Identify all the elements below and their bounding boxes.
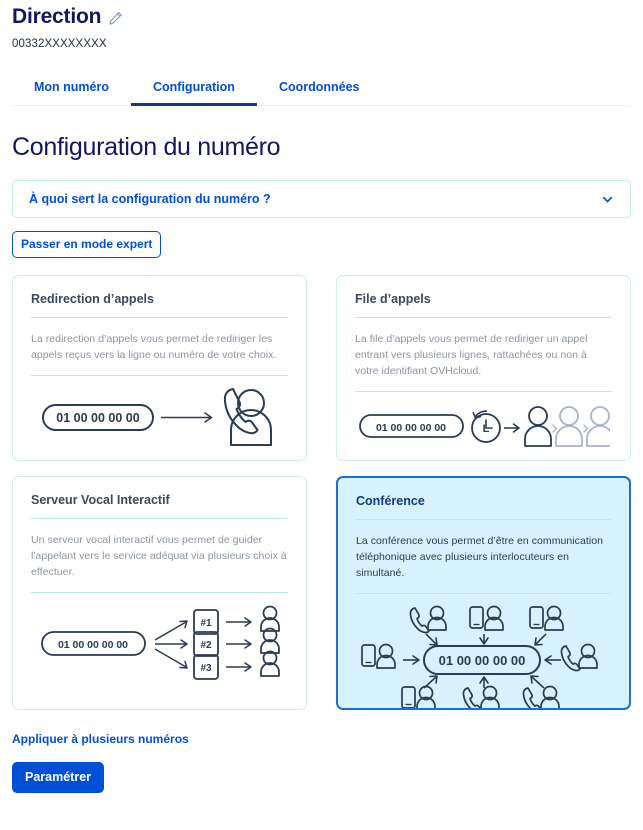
card-title: File d’appels [355, 292, 431, 306]
card-title: Redirection d’appels [31, 292, 154, 306]
configure-button[interactable]: Paramétrer [12, 762, 105, 793]
pencil-icon[interactable] [108, 11, 123, 26]
card-title: Serveur Vocal Interactif [31, 493, 170, 507]
file-appels-diagram: 01 00 00 00 00 L [355, 392, 612, 455]
divider [356, 593, 611, 594]
diagram-number: 01 00 00 00 00 [57, 639, 127, 651]
clock-label: L [482, 423, 489, 435]
expert-mode-button[interactable]: Passer en mode expert [12, 231, 162, 258]
option-label-2: #2 [200, 640, 212, 651]
divider [356, 519, 611, 520]
tab-mon-numero[interactable]: Mon numéro [34, 80, 109, 94]
card-description: La redirection d’appels vous permet de r… [31, 333, 277, 361]
tab-coordonnees[interactable]: Coordonnées [278, 80, 360, 94]
apply-to-multiple-numbers-link[interactable]: Appliquer à plusieurs numéros [12, 732, 189, 746]
tab-configuration[interactable]: Configuration [131, 72, 257, 106]
card-description: La conférence vous permet d’être en comm… [356, 535, 603, 579]
divider [31, 592, 288, 593]
option-label-1: #1 [200, 618, 212, 629]
divider [31, 317, 288, 318]
card-title: Conférence [356, 494, 425, 508]
info-accordion[interactable]: À quoi sert la configuration du numéro ? [12, 180, 631, 218]
feature-card-grid: Redirection d’appels La redirection d’ap… [12, 275, 631, 710]
divider [355, 391, 612, 392]
conference-diagram: 01 00 00 00 00 [356, 594, 611, 708]
chevron-down-icon[interactable] [601, 193, 614, 206]
option-label-3: #3 [200, 663, 212, 674]
page-header: Direction 00332XXXXXXXX [12, 0, 631, 50]
card-serveur-vocal-interactif[interactable]: Serveur Vocal Interactif Un serveur voca… [12, 476, 307, 710]
card-conference[interactable]: Conférence La conférence vous permet d’ê… [336, 476, 631, 710]
card-description: La file d’appels vous permet de redirige… [355, 333, 588, 377]
diagram-number: 01 00 00 00 00 [375, 422, 445, 434]
card-description: Un serveur vocal interactif vous permet … [31, 534, 287, 578]
title-row: Direction [12, 4, 631, 30]
svi-diagram: 01 00 00 00 00 #1 #2 #3 [31, 593, 288, 688]
divider [355, 317, 612, 318]
divider [31, 518, 288, 519]
divider [31, 375, 288, 376]
accordion-label: À quoi sert la configuration du numéro ? [29, 192, 271, 206]
diagram-number: 01 00 00 00 00 [56, 411, 139, 425]
tab-bar: Mon numéro Configuration Coordonnées [12, 72, 631, 106]
diagram-number: 01 00 00 00 00 [438, 653, 525, 668]
card-file-dappels[interactable]: File d’appels La file d’appels vous perm… [336, 275, 631, 461]
section-title: Configuration du numéro [12, 133, 281, 161]
card-redirection-dappels[interactable]: Redirection d’appels La redirection d’ap… [12, 275, 307, 461]
phone-number-subtitle: 00332XXXXXXXX [12, 38, 107, 50]
redirection-diagram: 01 00 00 00 00 [31, 376, 288, 455]
page-title: Direction [12, 5, 102, 28]
